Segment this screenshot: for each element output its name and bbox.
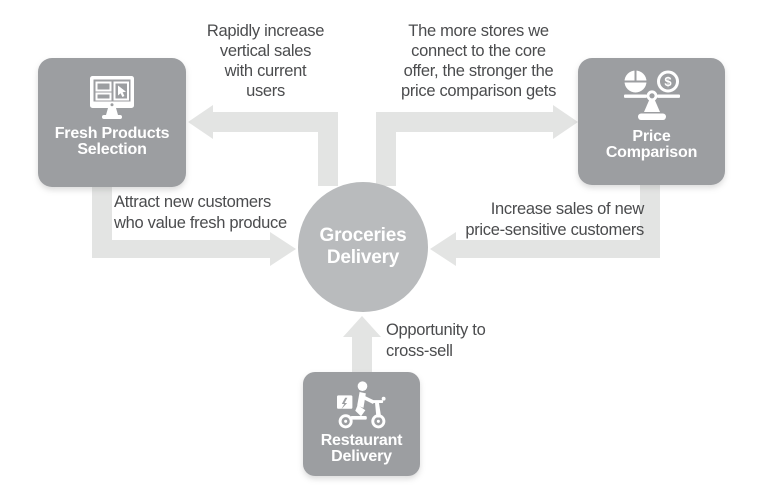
node-label: Fresh Products Selection: [55, 126, 170, 157]
node-label-line: Restaurant: [320, 432, 403, 449]
annotation-line: offer, the stronger the: [403, 62, 554, 80]
hub-label-line: Delivery: [326, 247, 400, 268]
node-label-line: Selection: [77, 140, 147, 158]
node-label: Restaurant Delivery: [321, 433, 403, 464]
delivery-scooter-icon: [336, 381, 386, 429]
annotation-line: Rapidly increase: [206, 22, 325, 40]
node-label: Price Comparison: [605, 128, 698, 161]
node-label-line: Delivery: [331, 447, 392, 465]
annotation-rapidly-increase: Rapidly increase vertical sales with cur…: [184, 21, 347, 101]
desktop-monitor-icon: [90, 76, 134, 119]
annotation-cross-sell: Opportunity to cross-sell: [386, 320, 486, 362]
annotation-attract-customers: Attract new customers who value fresh pr…: [114, 192, 287, 234]
annotation-line: Attract new customers: [114, 193, 271, 211]
hub-label-line: Groceries: [319, 225, 407, 246]
arrow-hub-to-fresh: [188, 105, 338, 186]
annotation-line: The more stores we: [408, 22, 549, 40]
annotation-more-stores: The more stores we connect to the core o…: [388, 21, 569, 101]
arrow-price-to-hub: [430, 172, 660, 266]
annotation-line: who value fresh produce: [114, 214, 287, 232]
arrow-restaurant-to-hub: [343, 316, 381, 372]
annotation-line: price-sensitive customers: [465, 221, 644, 239]
annotation-line: Opportunity to: [386, 321, 486, 339]
hub-groceries-delivery: Groceries Delivery: [298, 182, 428, 312]
arrow-hub-to-price: [376, 105, 578, 186]
annotation-line: users: [246, 82, 285, 100]
node-label-line: Fresh Products: [54, 125, 170, 142]
arrow-fresh-to-hub: [92, 172, 296, 266]
annotation-increase-sales: Increase sales of new price-sensitive cu…: [465, 199, 644, 241]
balance-scale-icon: $: [623, 70, 680, 120]
node-fresh-products-selection: Fresh Products Selection: [38, 58, 186, 187]
node-label-line: Comparison: [605, 143, 698, 161]
annotation-line: Increase sales of new: [490, 200, 645, 218]
annotation-line: connect to the core: [411, 42, 546, 60]
node-restaurant-delivery: Restaurant Delivery: [303, 372, 420, 476]
annotation-line: vertical sales: [219, 42, 312, 60]
annotation-line: price comparison gets: [400, 82, 557, 100]
node-label-line: Price: [632, 128, 671, 145]
annotation-line: with current: [224, 62, 307, 80]
annotation-line: cross-sell: [386, 342, 453, 360]
node-price-comparison: $ Price Comparison: [578, 58, 725, 185]
dollar-sign-glyph: $: [664, 74, 672, 89]
